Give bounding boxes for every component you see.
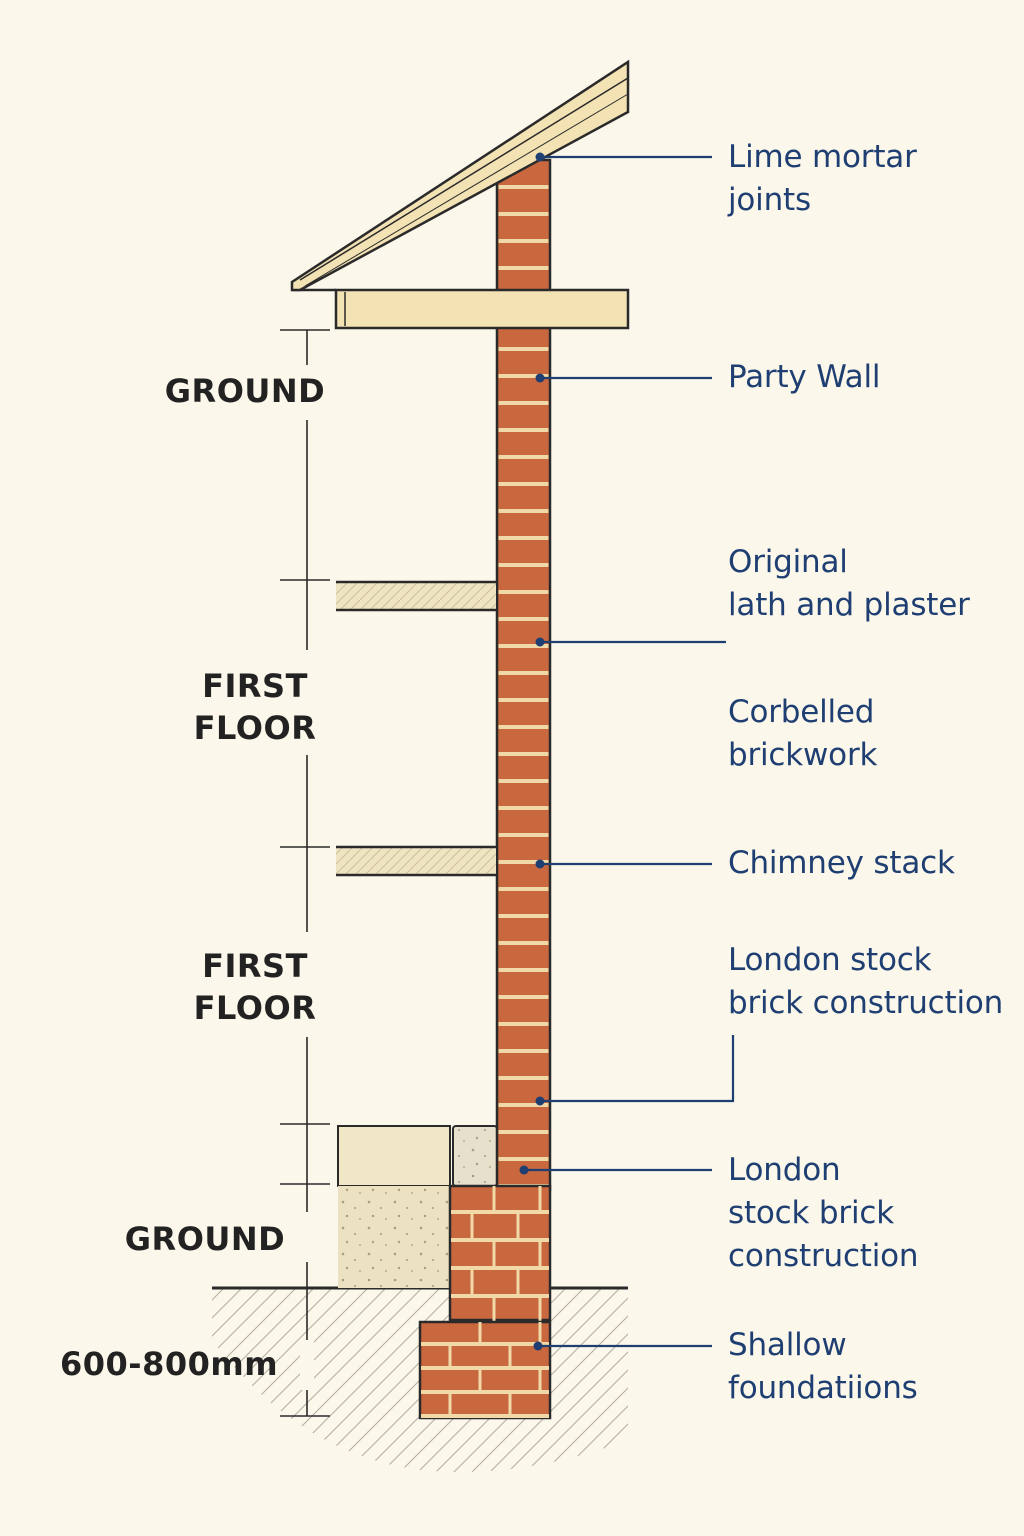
- callout-lath-plaster: Original lath and plaster: [728, 544, 970, 623]
- level-label-bottom-ground: GROUND: [124, 1220, 286, 1258]
- level-label-lower-first-floor: FIRST FLOOR: [193, 947, 317, 1027]
- leader-dots: [519, 152, 545, 1351]
- level-label-upper-first-floor: FIRST FLOOR: [193, 667, 317, 747]
- ceiling-beam: [292, 288, 630, 330]
- floor-joist-lower: [336, 845, 496, 877]
- depth-label: 600-800mm: [60, 1345, 279, 1383]
- callout-foundations: Shallow foundatiions: [728, 1327, 918, 1406]
- callout-lime-mortar: Lime mortar joints: [728, 139, 917, 218]
- callout-corbelled: Corbelled brickwork: [728, 694, 878, 773]
- callout-chimney: Chimney stack: [728, 845, 955, 881]
- callout-london-stock-1: London stock brick construction: [728, 942, 1004, 1021]
- concrete-block: [337, 1125, 498, 1288]
- leader-london-stock-1: [540, 1035, 735, 1103]
- floor-joist-upper: [336, 580, 496, 612]
- callout-london-stock-2: London stock brick construction: [728, 1152, 919, 1274]
- roof-rafter: [290, 59, 630, 292]
- callout-party-wall: Party Wall: [728, 359, 881, 395]
- level-label-top-ground: GROUND: [164, 372, 326, 410]
- leader-lines: [524, 155, 735, 1348]
